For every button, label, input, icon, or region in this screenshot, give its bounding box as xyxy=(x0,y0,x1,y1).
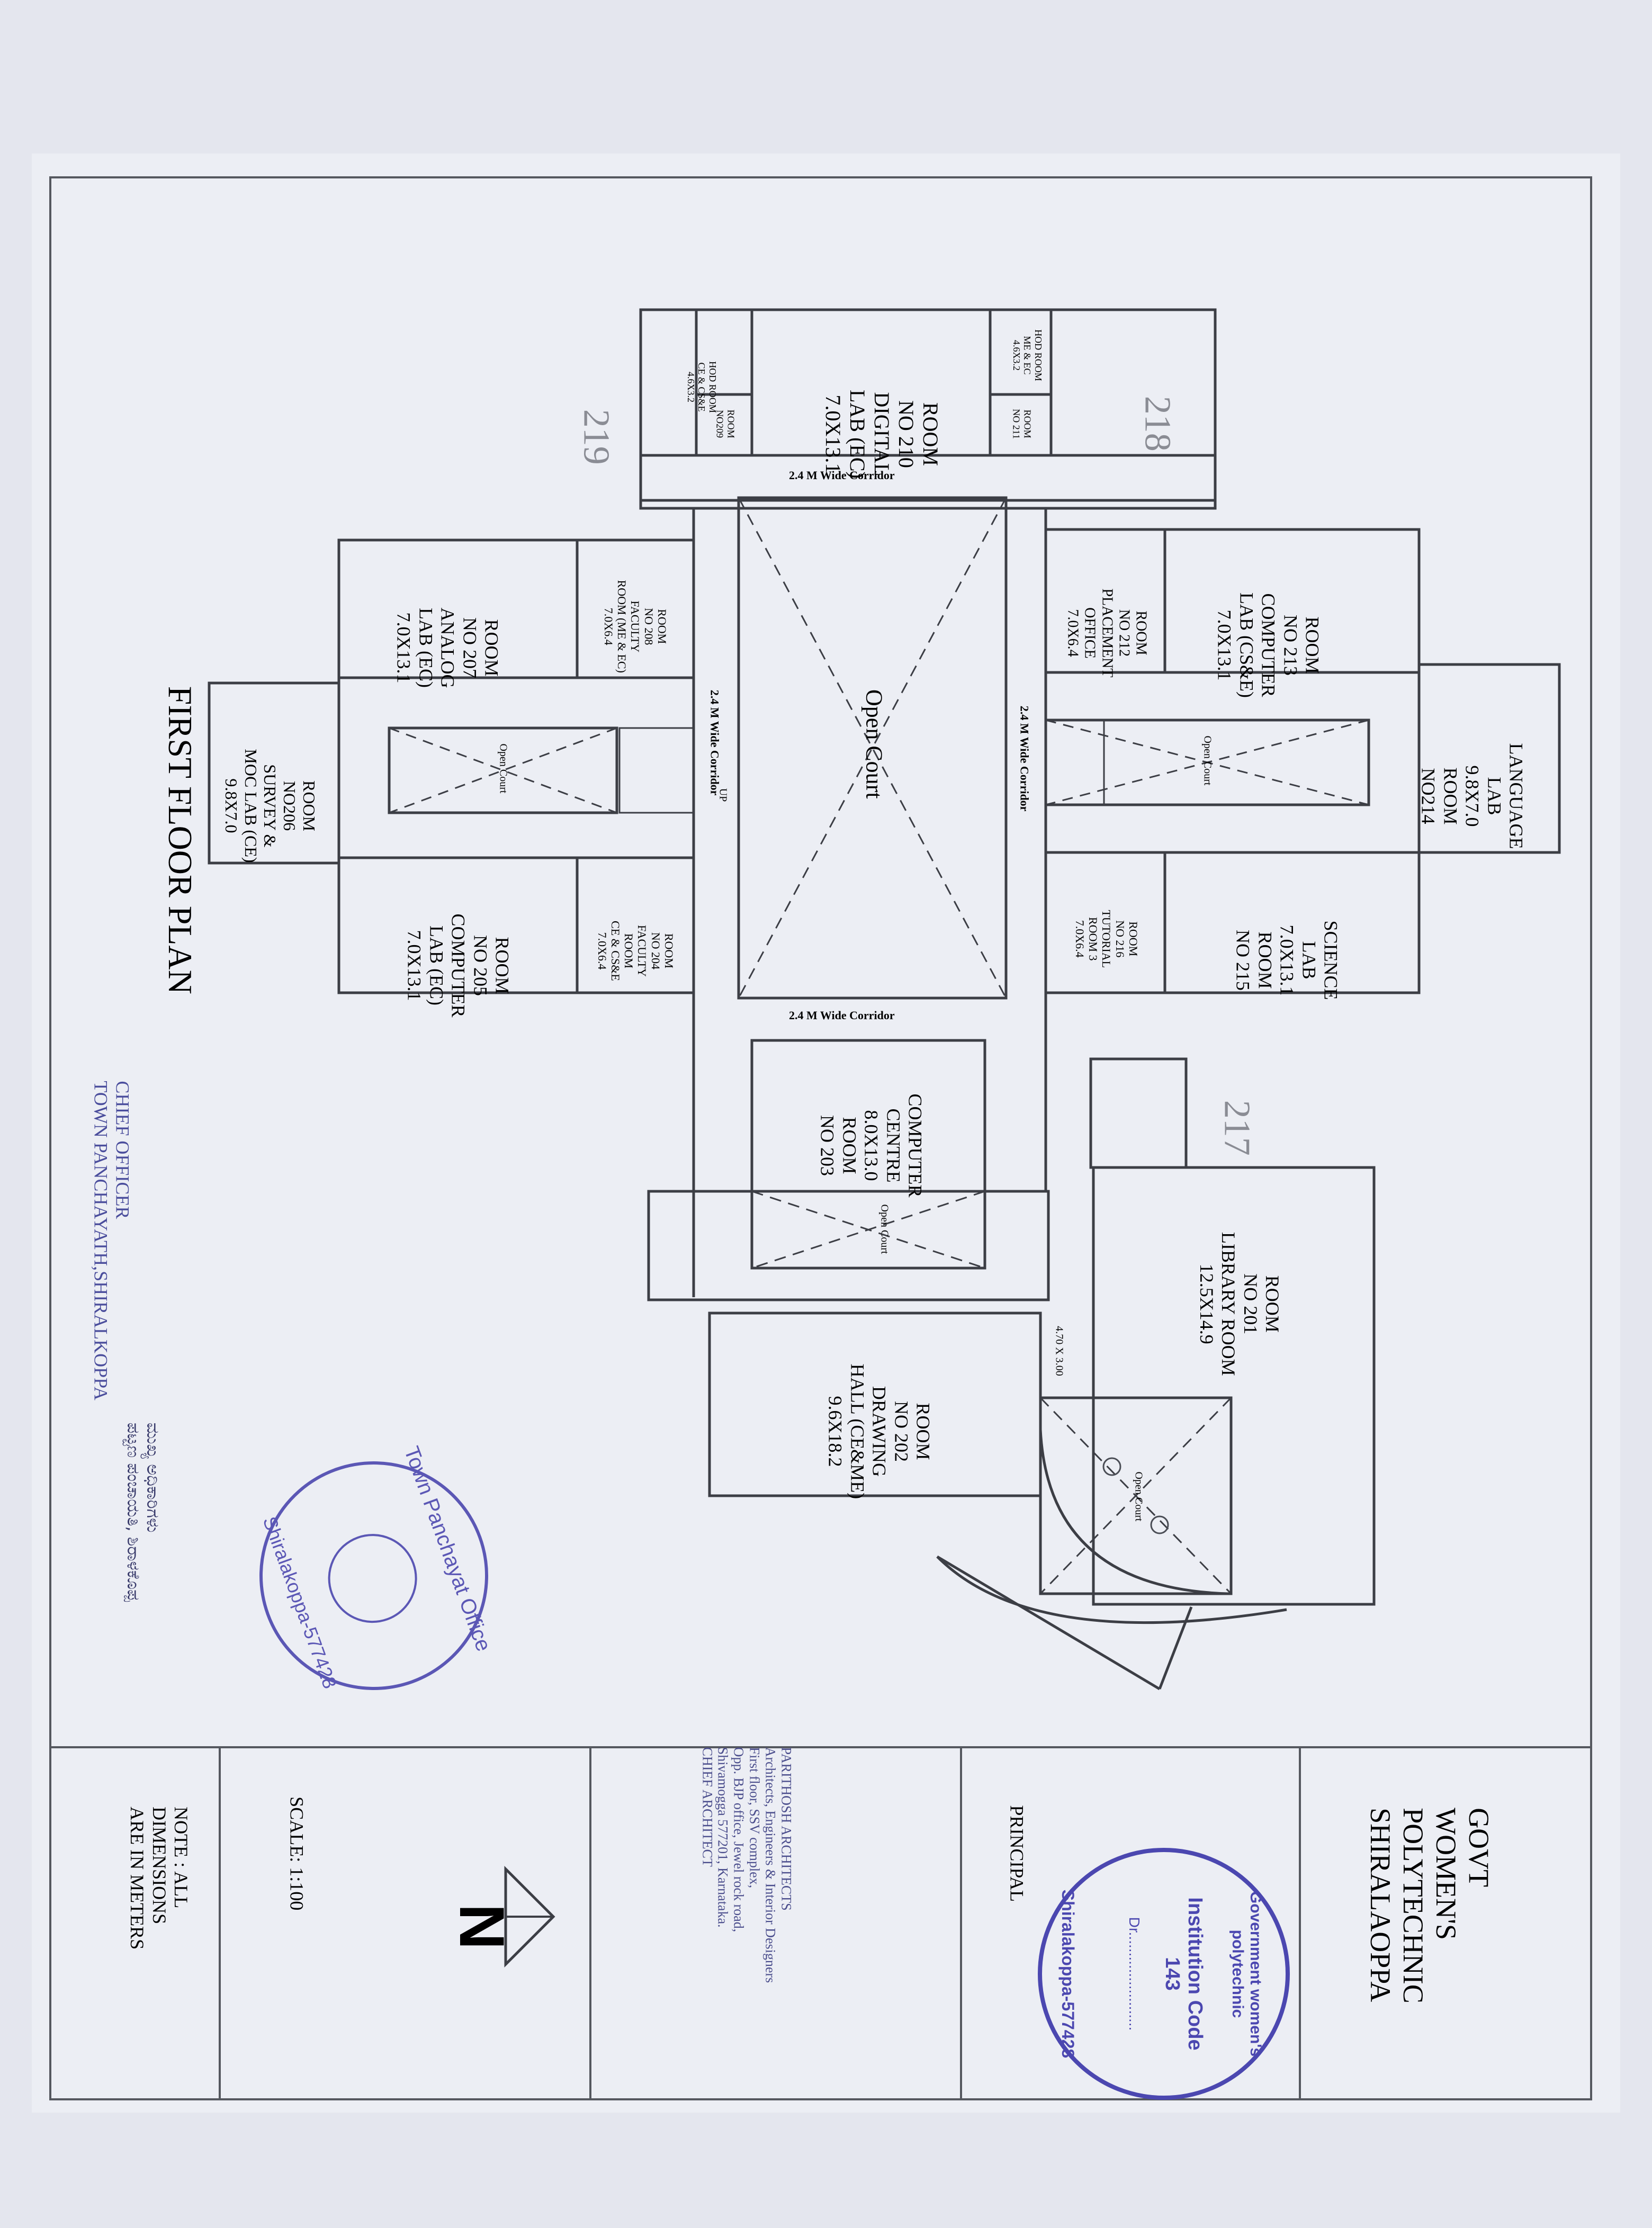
lobby-outline xyxy=(1039,1396,1233,1595)
right-staircase xyxy=(1045,719,1105,806)
left-staircase xyxy=(618,727,695,814)
room-label: ROOM NO 212 PLACEMENT OFFICE 7.0X6.4 xyxy=(1064,588,1150,678)
central-open-court xyxy=(737,496,1008,1000)
handwritten-note: 219 xyxy=(576,409,617,465)
court-diagonal xyxy=(389,727,617,814)
lobby-column xyxy=(1102,1457,1121,1476)
handwritten-note: 217 xyxy=(1216,1100,1258,1156)
room-label: LANGUAGE LAB 9.8X7.0 ROOM NO214 xyxy=(1417,743,1527,849)
handwritten-note: 218 xyxy=(1137,396,1178,452)
toilet-block xyxy=(1089,1057,1188,1169)
stamp-code: Institution Code 143 xyxy=(1161,1897,1206,2051)
entrance-curve-inner xyxy=(1039,1429,1229,1595)
top-corridor xyxy=(639,454,1217,510)
room-label: ROOM NO206 SURVEY & MOC LAB (CE) 9.8X7.0 xyxy=(221,749,319,863)
left-open-court-label: Open Court xyxy=(497,743,509,794)
right-open-court-label: Open Court xyxy=(1201,735,1214,786)
institution-name: GOVT WOMEN'S POLYTECHNIC SHIRALAOPPA xyxy=(1364,1808,1495,2004)
room-label: SCIENCE LAB 7.0X13.1 ROOM NO 215 xyxy=(1232,920,1342,1000)
north-label: N xyxy=(446,1903,517,1950)
stamp-emblem xyxy=(315,1521,430,1636)
architect-block: PARITHOSH ARCHITECTS Architects, Enginee… xyxy=(699,1747,794,1983)
library-outline xyxy=(1092,1166,1376,1606)
room-label: ROOM NO 210 DIGITAL LAB (EC) 7.0X13.1 xyxy=(821,390,942,479)
room-label: ROOM NO 201 LIBRARY ROOM 12.5X14.9 xyxy=(1196,1232,1283,1376)
room-label: ROOM NO209 xyxy=(715,409,737,438)
lower-corridor xyxy=(647,1190,1050,1301)
room-214-outline xyxy=(1417,663,1561,854)
room-label: COMPUTER CENTRE 8.0X13.0 ROOM NO 203 xyxy=(816,1093,926,1198)
court-diagonal xyxy=(389,727,617,814)
scale-label: SCALE: 1:100 xyxy=(286,1796,308,1911)
room-label: ROOM NO 208 FACULTY ROOM (ME & EC) 7.0X6… xyxy=(602,580,669,673)
bottom-corridor-label: 2.4 M Wide Corridor xyxy=(789,1009,895,1022)
room-label: ROOM NO 216 TUTORIAL ROOM 3 7.0X6.4 xyxy=(1073,910,1141,968)
left-open-court-outline xyxy=(388,726,618,814)
stamp-bottom-text: Shiralakoppa-577428 xyxy=(1058,1889,1078,2059)
stamp-top-text: Government women's polytechnic xyxy=(1229,1891,1264,2057)
entrance-curve-outer xyxy=(936,1556,1287,1624)
dimension-note: NOTE : ALL DIMENSIONS ARE IN METERS xyxy=(127,1807,192,1950)
court-diagonal xyxy=(751,1190,985,1269)
drawing-sheet xyxy=(32,154,1620,2113)
room-label: ROOM NO 207 ANALOG LAB (EC) 7.0X13.1 xyxy=(393,607,502,688)
sheet-title: FIRST FLOOR PLAN xyxy=(161,686,199,994)
room-label: HOD ROOM CE & CS&E 4.6X3.2 xyxy=(685,361,719,413)
lobby-diagonal xyxy=(1039,1397,1232,1595)
entrance-wall xyxy=(1158,1606,1193,1690)
top-wing-outline xyxy=(639,308,1217,502)
room-label: HOD ROOM ME & EC 4.6X3.2 xyxy=(1011,329,1044,381)
room-label: ROOM NO 211 xyxy=(1011,409,1033,439)
open-court-label: Open Court xyxy=(861,689,887,799)
entrance-wall xyxy=(936,1555,1161,1691)
dimension-label: 4.70 X 3.00 xyxy=(1053,1326,1065,1376)
sheet-border xyxy=(49,176,1592,2100)
room-label: ROOM NO 202 DRAWING HALL (CE&ME) 9.6X18.… xyxy=(824,1363,934,1499)
kannada-signoff: ಮುಖ್ಯ ಅಧಿಕಾರಿಗಳು ಪಟ್ಟಣ ಪಂಚಾಯತಿ, ಶಿರಾಳಕೊಪ… xyxy=(123,1422,163,1602)
stair-up-label: UP xyxy=(717,788,729,802)
room-label: ROOM NO 204 FACULTY ROOM CE & CS&E 7.0X6… xyxy=(595,921,676,981)
principal-label: PRINCIPAL xyxy=(1006,1805,1028,1902)
court-diagonal xyxy=(1045,719,1369,806)
room-label: ROOM NO 213 COMPUTER LAB (CS&E) 7.0X13.1 xyxy=(1214,592,1323,698)
lobby-open-court-label: Open Court xyxy=(1133,1471,1145,1522)
room-206-outline xyxy=(208,681,340,865)
lobby-column xyxy=(1150,1515,1169,1534)
college-stamp: Government women's polytechnic Instituti… xyxy=(1038,1848,1290,2100)
stamp-dr: Dr........................ xyxy=(1126,1917,1143,2031)
room-label: ROOM NO 205 COMPUTER LAB (EC) 7.0X13.1 xyxy=(403,913,513,1018)
right-corridor-label: 2.4 M Wide Corridor xyxy=(1018,705,1031,812)
north-arrow xyxy=(504,1865,555,1968)
top-corridor-label: 2.4 M Wide Corridor xyxy=(789,469,895,482)
lower-open-court-label: Open Court xyxy=(878,1204,891,1254)
